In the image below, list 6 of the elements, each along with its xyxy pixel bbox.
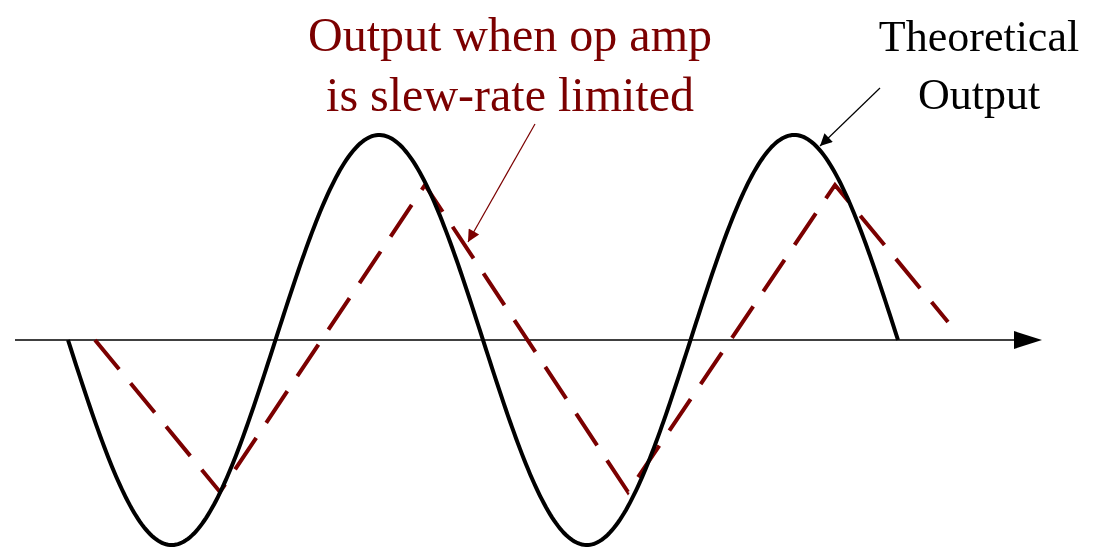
slew-limited-waveform	[93, 181, 950, 496]
annotation-label: Theoretical Output	[838, 8, 1120, 124]
leader-arrow	[819, 87, 881, 147]
annotation-label: Output when op amp is slew-rate limited	[300, 5, 720, 125]
leader-arrow	[467, 123, 536, 243]
sine-waveform	[66, 133, 900, 547]
